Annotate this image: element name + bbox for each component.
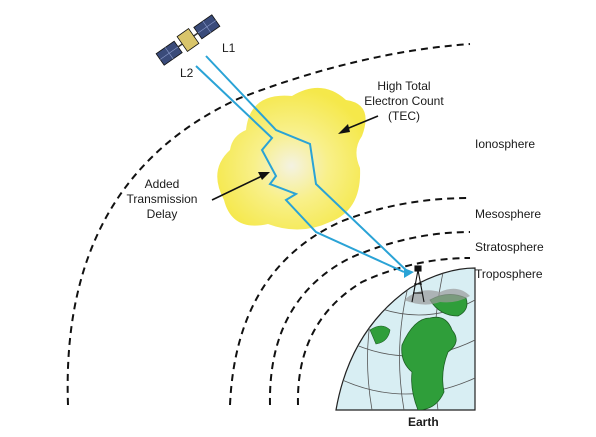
satellite-icon [155, 14, 221, 66]
tec-annotation-arrow [338, 115, 379, 134]
earth-globe [335, 267, 476, 411]
tec-label-line2: Electron Count [364, 94, 444, 108]
l2-signal-path [195, 65, 405, 273]
tec-label-line3: (TEC) [388, 109, 420, 123]
earth-label: Earth [408, 415, 439, 429]
delay-label-line2: Transmission [127, 192, 198, 206]
signal-arrowhead [404, 268, 414, 278]
delay-annotation-arrow [211, 172, 270, 201]
troposphere-label: Troposphere [475, 267, 543, 281]
l1-label: L1 [222, 41, 236, 55]
receiver-tower-icon [411, 265, 425, 303]
l1-signal-path [205, 55, 409, 273]
stratosphere-label: Stratosphere [475, 240, 544, 254]
delay-label-line1: Added [145, 177, 180, 191]
l2-label: L2 [180, 66, 194, 80]
ionosphere-label: Ionosphere [475, 137, 535, 151]
delay-label-line3: Delay [147, 207, 178, 221]
ionosphere-boundary [66, 43, 471, 406]
tec-label-line1: High Total [377, 79, 430, 93]
mesosphere-label: Mesosphere [475, 207, 541, 221]
troposphere-boundary [296, 257, 471, 406]
tec-cloud [217, 87, 366, 230]
